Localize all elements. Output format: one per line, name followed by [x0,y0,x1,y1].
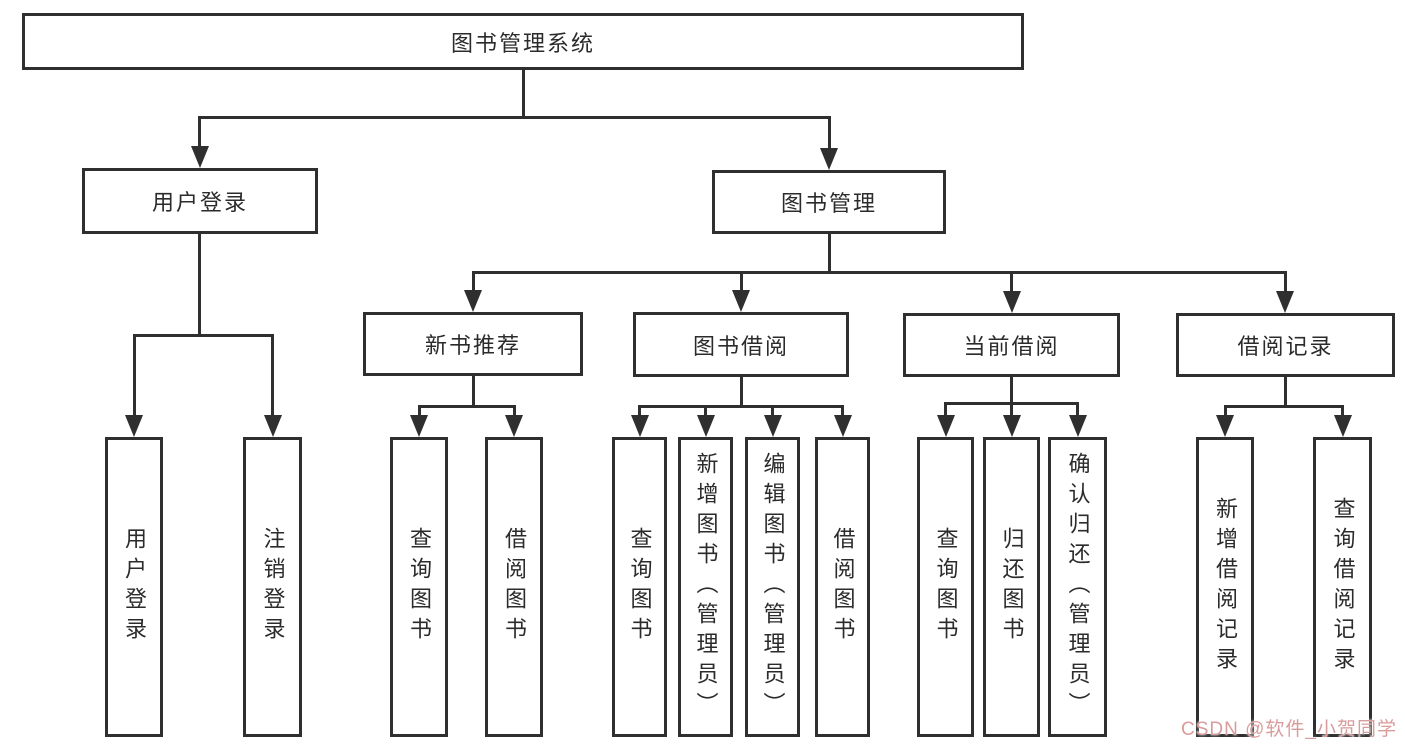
node-user-login: 用户登录 [82,168,318,234]
arrow-down-icon [732,290,750,312]
csdn-watermark: CSDN @软件_小贺同学 [1181,719,1397,740]
arrow-down-icon [505,415,523,437]
node-label: 新书推荐 [424,333,521,358]
leaf-confirm-return-admin: 确认归还（管理员） [1048,437,1107,737]
arrow-stem [1076,403,1079,415]
arrow-stem [132,335,136,415]
arrow-down-icon [1276,291,1294,313]
leaf-query-books-current: 查询图书 [917,437,974,737]
node-label: 图书管理 [780,191,877,216]
arrow-stem [771,406,774,415]
arrow-down-icon [696,415,715,437]
connector-vline [198,233,201,335]
arrow-stem [739,272,743,290]
arrow-down-icon [763,415,782,437]
connector-hline [638,404,844,408]
node-label: 归还图书 [999,527,1025,647]
leaf-borrow-books-2: 借阅图书 [815,437,870,737]
leaf-query-books-recommend: 查询图书 [390,437,448,737]
leaf-query-borrow-record: 查询借阅记录 [1313,437,1372,737]
arrow-stem [271,335,274,415]
arrow-down-icon [1002,291,1021,313]
arrow-stem [1283,272,1287,291]
node-label: 查询图书 [407,527,432,647]
connector-vline [521,69,525,117]
connector-vline [739,376,743,406]
connector-hline [198,115,831,119]
arrow-down-icon [125,415,143,437]
arrow-stem [827,117,831,148]
node-label: 借阅图书 [502,527,527,647]
connector-hline [471,270,1287,274]
arrow-stem [638,406,641,415]
connector-hline [132,333,274,337]
node-label: 图书借阅 [692,333,789,359]
arrow-down-icon [936,415,955,437]
arrow-stem [704,406,707,415]
arrow-down-icon [1002,415,1021,437]
leaf-user-login: 用户登录 [105,437,163,737]
leaf-return-book: 归还图书 [983,437,1040,737]
arrow-down-icon [630,415,649,437]
node-label: 编辑图书（管理员） [760,452,786,722]
node-book-management: 图书管理 [712,170,946,234]
connector-vline [471,375,475,406]
leaf-add-borrow-record: 新增借阅记录 [1196,437,1254,737]
leaf-logout: 注销登录 [243,437,302,737]
arrow-down-icon [464,290,482,312]
node-label: 图书管理系统 [450,30,595,56]
arrow-down-icon [1333,415,1352,437]
arrow-down-icon [1216,415,1234,437]
node-label: 注销登录 [260,527,286,647]
node-book-borrowing: 图书借阅 [633,312,849,377]
node-root-library-system: 图书管理系统 [22,13,1024,70]
node-new-book-recommendation: 新书推荐 [363,312,583,376]
leaf-add-book-admin: 新增图书（管理员） [678,437,733,737]
leaf-query-books-borrow: 查询图书 [612,437,667,737]
arrow-stem [1341,406,1344,415]
connector-vline [1283,376,1287,406]
arrow-stem [1223,406,1227,415]
leaf-borrow-books-recommend: 借阅图书 [485,437,543,737]
connector-hline [417,404,516,408]
node-label: 用户登录 [122,527,147,647]
node-label: 查询图书 [627,527,653,647]
node-current-borrowing: 当前借阅 [903,313,1120,377]
arrow-down-icon [263,415,282,437]
node-label: 确认归还（管理员） [1065,452,1091,722]
node-label: 当前借阅 [963,334,1060,359]
arrow-down-icon [820,148,838,170]
arrow-stem [512,406,516,415]
connector-hline [1223,404,1344,408]
arrow-stem [1010,403,1013,415]
arrow-stem [841,406,844,415]
node-label: 借阅图书 [830,527,856,647]
node-label: 新增图书（管理员） [693,452,719,722]
arrow-down-icon [190,146,209,168]
leaf-edit-book-admin: 编辑图书（管理员） [745,437,800,737]
arrow-stem [198,117,201,146]
node-borrowing-records: 借阅记录 [1176,313,1395,377]
arrow-down-icon [833,415,852,437]
arrow-stem [1010,272,1013,291]
arrow-down-icon [410,415,428,437]
node-label: 查询图书 [933,527,959,647]
arrow-stem [944,403,947,415]
arrow-down-icon [1068,415,1087,437]
node-label: 查询借阅记录 [1330,497,1356,677]
node-label: 新增借阅记录 [1213,497,1238,677]
arrow-stem [471,272,475,290]
node-label: 用户登录 [151,190,248,215]
connector-vline [827,233,831,272]
arrow-stem [417,406,421,415]
node-label: 借阅记录 [1237,334,1334,359]
connector-vline [1010,376,1013,403]
